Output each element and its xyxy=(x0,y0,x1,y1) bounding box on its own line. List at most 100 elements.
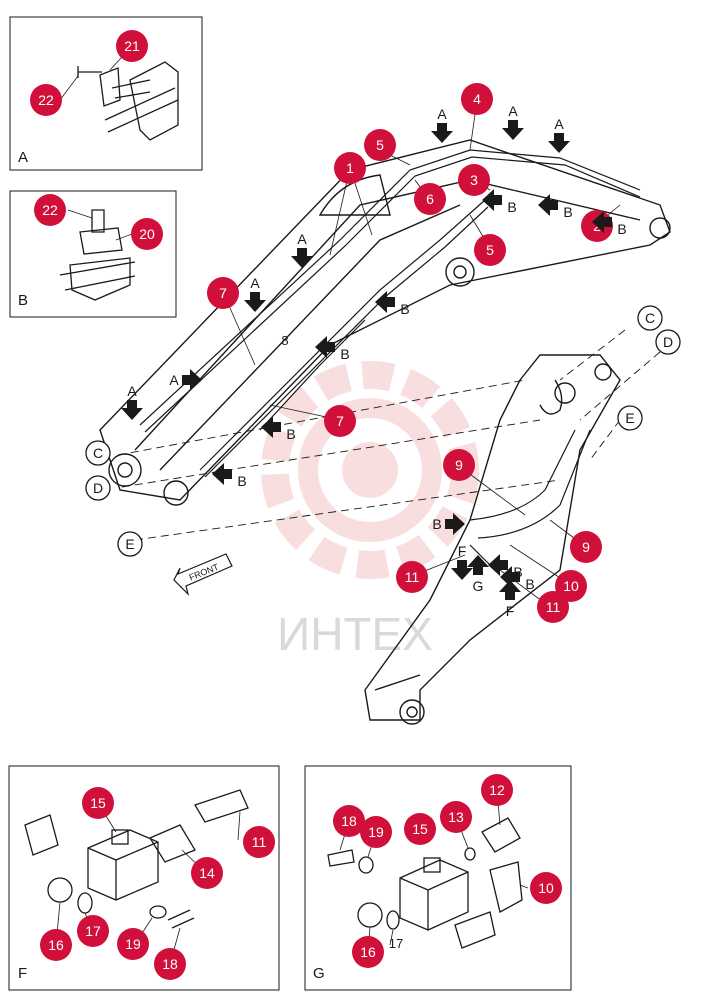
callout-number: 10 xyxy=(538,880,554,896)
view-arrow-a7: A xyxy=(121,383,143,420)
reference-c2: C xyxy=(637,305,663,331)
callout-f19: 19 xyxy=(117,928,149,960)
reference-e1: E xyxy=(117,531,143,557)
inset-A: A xyxy=(9,16,203,171)
reference-letter: E xyxy=(125,536,134,552)
view-arrow-f1: F xyxy=(451,543,473,580)
reference-letter: E xyxy=(625,410,634,426)
callout-number: 5 xyxy=(376,137,384,153)
callout-g12: 12 xyxy=(481,774,513,806)
arrow-label: A xyxy=(554,116,564,132)
callout-m3: 3 xyxy=(458,164,490,196)
callout-m11b: 11 xyxy=(537,591,569,623)
callout-f16: 16 xyxy=(40,929,72,961)
callout-number: 1 xyxy=(346,160,354,176)
callout-number: 3 xyxy=(470,172,478,188)
clamp-drawing xyxy=(59,209,136,301)
view-arrow-b6: B xyxy=(261,416,296,442)
callout-m7a: 7 xyxy=(207,277,239,309)
arrow-label: B xyxy=(432,516,441,532)
view-arrow-b8: B xyxy=(432,513,465,535)
arrow-label: B xyxy=(525,576,534,592)
callout-f17: 17 xyxy=(77,915,109,947)
callout-g19: 19 xyxy=(360,816,392,848)
callout-g13: 13 xyxy=(440,801,472,833)
callout-m11a: 11 xyxy=(396,561,428,593)
callout-number: 9 xyxy=(582,539,590,555)
callout-number: 22 xyxy=(38,92,54,108)
callout-number: 21 xyxy=(124,38,140,54)
callout-b22: 22 xyxy=(34,194,66,226)
callout-m6: 6 xyxy=(414,183,446,215)
view-arrow-b4: B xyxy=(375,291,410,317)
callout-number: 11 xyxy=(405,569,420,585)
part-label-g17: 17 xyxy=(389,936,403,951)
callout-number: 16 xyxy=(360,944,376,960)
arrow-label: B xyxy=(513,564,522,580)
callout-number: 22 xyxy=(42,202,58,218)
view-arrow-a1: A xyxy=(431,106,453,143)
reference-letter: D xyxy=(93,480,103,496)
callout-g16: 16 xyxy=(352,936,384,968)
callout-number: 6 xyxy=(426,191,434,207)
callout-m5b: 5 xyxy=(474,234,506,266)
callout-m10: 10 xyxy=(555,570,587,602)
inset-F: F xyxy=(8,765,280,991)
view-arrow-b3: B xyxy=(592,211,627,237)
view-arrow-b5: B xyxy=(315,336,350,362)
view-arrow-a5: A xyxy=(244,275,266,312)
view-arrow-a6: A xyxy=(169,369,202,391)
callout-m9a: 9 xyxy=(443,449,475,481)
arrow-label: F xyxy=(458,543,467,559)
arrow-label: A xyxy=(437,106,447,122)
plain-label-layer: 817 xyxy=(281,333,403,951)
view-arrow-a2: A xyxy=(502,103,524,140)
callout-m9b: 9 xyxy=(570,531,602,563)
callout-number: 11 xyxy=(546,599,561,615)
callout-g18: 18 xyxy=(333,805,365,837)
view-arrow-b2: B xyxy=(538,194,573,220)
callout-number: 9 xyxy=(455,457,463,473)
view-arrow-f2: F xyxy=(499,580,521,619)
view-arrow-b10: B xyxy=(488,554,523,580)
view-arrow-b1: B xyxy=(482,189,517,215)
callout-number: 13 xyxy=(448,809,464,825)
callout-number: 11 xyxy=(252,834,267,850)
view-arrow-a4: A xyxy=(291,231,313,268)
arrow-label: B xyxy=(563,204,572,220)
arrow-label: B xyxy=(617,221,626,237)
callout-m1: 1 xyxy=(334,152,366,184)
callout-f11: 11 xyxy=(243,826,275,858)
arrow-label: B xyxy=(507,199,516,215)
callout-number: 19 xyxy=(368,824,384,840)
callout-a21: 21 xyxy=(116,30,148,62)
callout-number: 19 xyxy=(125,936,141,952)
view-arrow-b7: B xyxy=(212,463,247,489)
arrow-label: B xyxy=(340,346,349,362)
callout-number: 15 xyxy=(412,821,428,837)
callout-m5a: 5 xyxy=(364,129,396,161)
arrow-label: A xyxy=(508,103,518,119)
reference-d2: D xyxy=(655,329,681,355)
callout-number: 20 xyxy=(139,226,155,242)
callout-number: 14 xyxy=(199,865,215,881)
inset-label: G xyxy=(313,965,325,982)
reference-letter: D xyxy=(663,334,673,350)
arrow-label: G xyxy=(473,578,484,594)
callout-number: 10 xyxy=(563,578,579,594)
callout-number: 7 xyxy=(336,413,344,429)
arrow-label: A xyxy=(250,275,260,291)
arrow-label: B xyxy=(237,473,246,489)
arrow-label: A xyxy=(297,231,307,247)
reference-lines xyxy=(117,329,661,541)
arrow-label: B xyxy=(286,426,295,442)
arrow-label: A xyxy=(169,372,179,388)
arm-outline xyxy=(364,354,621,725)
arrow-label: A xyxy=(127,383,137,399)
view-arrow-a3: A xyxy=(548,116,570,153)
callout-m4: 4 xyxy=(461,83,493,115)
callout-number: 5 xyxy=(486,242,494,258)
callout-g15: 15 xyxy=(404,813,436,845)
callout-number: 17 xyxy=(85,923,101,939)
